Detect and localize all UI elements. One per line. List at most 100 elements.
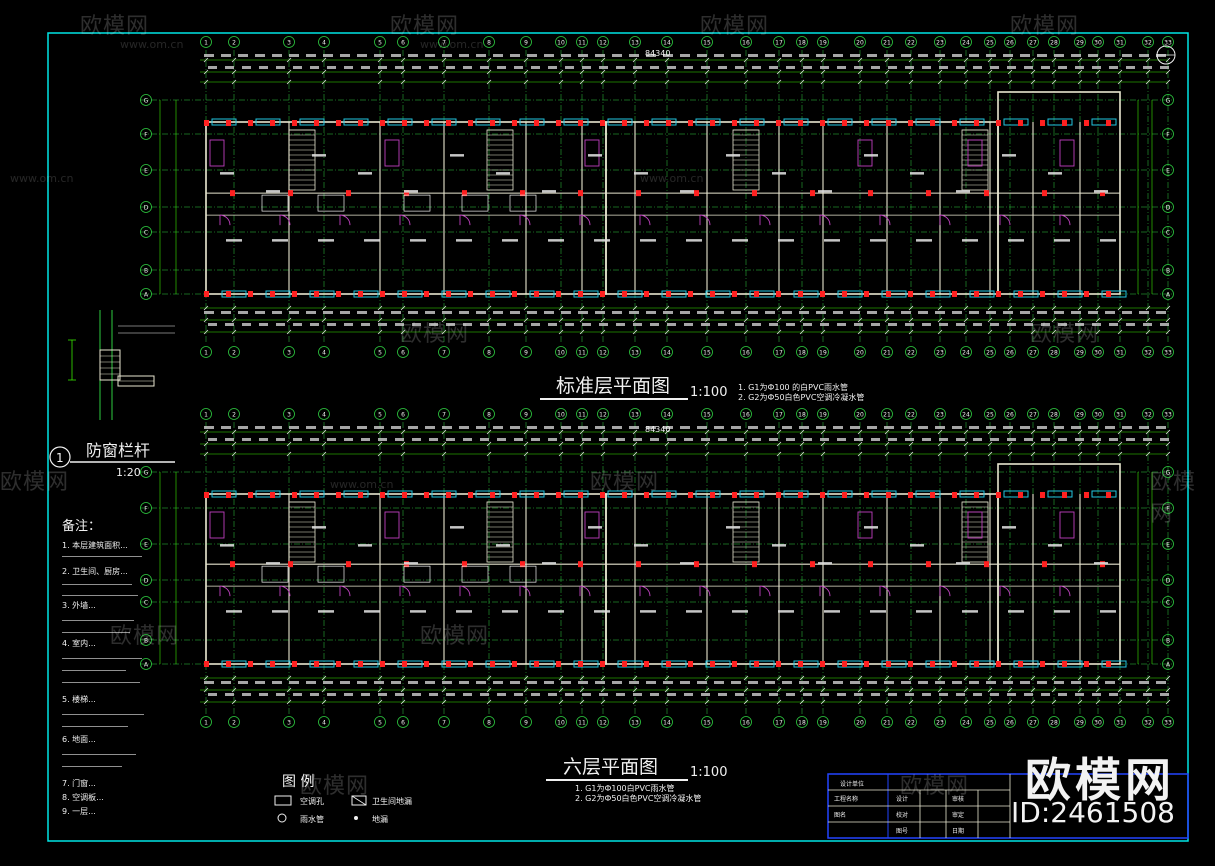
axis-bubble (960, 716, 972, 728)
axis-bubble (1162, 346, 1174, 358)
window (475, 118, 501, 126)
column-marker (600, 120, 605, 126)
axis-label: 4 (322, 350, 326, 357)
remark-8: 8. 空调板... (62, 792, 104, 802)
door-swing (759, 214, 771, 226)
column-marker (644, 120, 649, 126)
column-marker (556, 492, 561, 498)
door-swing (459, 585, 471, 597)
row-axis-bubble (1162, 574, 1174, 586)
column-marker (1100, 190, 1105, 197)
column-marker (600, 661, 605, 667)
axis-bubble (905, 36, 917, 48)
axis-label: 19 (819, 720, 827, 727)
column-marker (314, 492, 319, 498)
axis-bubble (555, 716, 567, 728)
axis-bubble (740, 716, 752, 728)
axis-label: 14 (663, 412, 671, 419)
row-axis-label: D (1166, 205, 1171, 212)
axis-label: 26 (1006, 720, 1014, 727)
column-marker (204, 291, 209, 297)
remark-1: 1. 本层建筑面积... (62, 540, 128, 550)
column-marker (226, 120, 231, 126)
axis-label: 4 (322, 720, 326, 727)
axis-bubble (520, 36, 532, 48)
axis-bubble (661, 36, 673, 48)
window (1101, 290, 1127, 298)
legend-item-2: 卫生间地漏 (372, 796, 412, 806)
watermark-low-1: 欧模网 (0, 470, 70, 495)
window (1047, 118, 1073, 126)
column-marker (204, 492, 209, 498)
column-marker (468, 120, 473, 126)
window (915, 490, 941, 498)
axis-label: 27 (1029, 350, 1037, 357)
axis-label: 23 (936, 350, 944, 357)
row-axis-bubble (140, 94, 152, 106)
axis-label: 18 (798, 412, 806, 419)
axis-bubble (1092, 36, 1104, 48)
column-marker (1084, 661, 1089, 667)
axis-label: 7 (442, 350, 446, 357)
column-marker (984, 190, 989, 197)
column-marker (468, 661, 473, 667)
axis-label: 7 (442, 720, 446, 727)
window (255, 118, 281, 126)
axis-bubble (1074, 408, 1086, 420)
column-marker (930, 661, 935, 667)
column-marker (1062, 492, 1067, 498)
axis-label: 21 (883, 412, 891, 419)
door-swing (579, 214, 591, 226)
column-marker (886, 661, 891, 667)
floor-plan-standard: 1122334455667788991010111112121313141415… (140, 36, 1174, 358)
column-marker (490, 120, 495, 126)
axis-bubble (740, 346, 752, 358)
column-marker (336, 291, 341, 297)
column-marker (842, 291, 847, 297)
column-marker (556, 120, 561, 126)
row-axis-label: E (144, 542, 148, 549)
row-axis-label: A (1166, 662, 1171, 669)
window (661, 290, 687, 298)
column-marker (952, 492, 957, 498)
window (651, 118, 677, 126)
column-marker (204, 120, 209, 126)
axis-label: 6 (401, 412, 405, 419)
door-swing (459, 214, 471, 226)
column-marker (776, 661, 781, 667)
plan-bottom-total-dim: 84340 (645, 425, 670, 434)
axis-bubble (773, 36, 785, 48)
plan-bottom-title: 六层平面图 (563, 756, 658, 778)
row-axis-label: E (144, 168, 148, 175)
column-marker (710, 492, 715, 498)
window (871, 490, 897, 498)
row-axis-label: D (144, 205, 149, 212)
axis-label: 8 (487, 720, 491, 727)
column-marker (292, 120, 297, 126)
legend-item-3: 雨水管 (300, 814, 324, 824)
axis-label: 1 (204, 412, 208, 419)
window (211, 118, 237, 126)
axis-label: 31 (1116, 350, 1124, 357)
axis-label: 9 (524, 720, 528, 727)
bathroom-fixture (857, 511, 873, 539)
window (265, 290, 291, 298)
column-marker (270, 291, 275, 297)
axis-bubble (1092, 716, 1104, 728)
column-marker (402, 661, 407, 667)
column-marker (886, 291, 891, 297)
column-marker (534, 492, 539, 498)
column-marker (908, 291, 913, 297)
axis-label: 18 (798, 350, 806, 357)
row-axis-bubble (140, 502, 152, 514)
bathroom-fixture (967, 511, 983, 539)
door-swing (519, 585, 531, 597)
axis-label: 5 (378, 720, 382, 727)
window (837, 290, 863, 298)
column-marker (1062, 120, 1067, 126)
plan-bottom-note-1: 1. G1为Ф100白PVC雨水管 (575, 783, 675, 793)
legend-title: 图 例 (282, 774, 314, 790)
window (915, 118, 941, 126)
window (1013, 290, 1039, 298)
column-marker (358, 120, 363, 126)
